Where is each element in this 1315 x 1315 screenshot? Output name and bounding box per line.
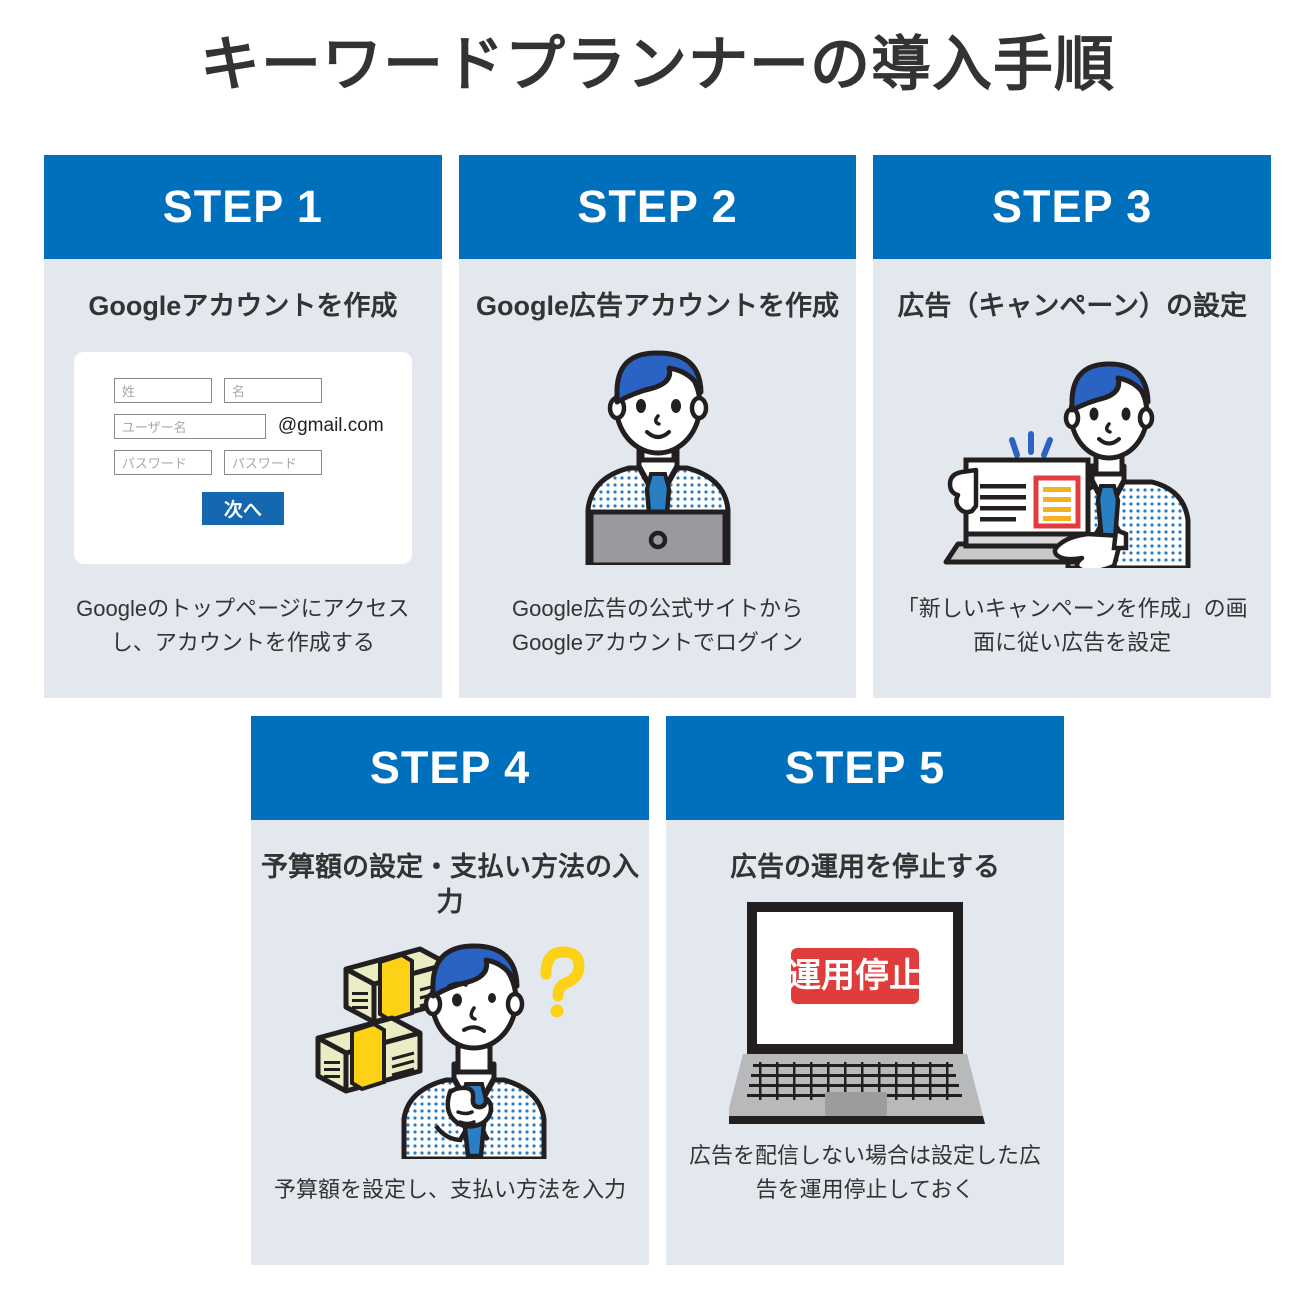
step-4-header: STEP 4 [251,716,649,820]
steps-grid: STEP 1 Googleアカウントを作成 姓 名 ユーザー名 @gmail.c… [44,155,1272,1265]
question-mark-icon [540,946,585,1018]
step-5-illustration: 運用停止 [666,885,1064,1139]
laptop-with-stop-badge-icon: 運用停止 [729,901,985,1124]
step-card-2[interactable]: STEP 2 Google広告アカウントを作成 [458,155,857,698]
gmail-domain-label: @gmail.com [277,415,384,437]
money-stack-upper [343,946,450,1025]
google-signup-form[interactable]: 姓 名 ユーザー名 @gmail.com パスワード パスワード 次へ [73,351,412,564]
next-button[interactable]: 次へ [201,491,284,525]
businessman-presenting-laptop-icon [943,361,1191,568]
password-fields-row: パスワード パスワード [74,439,412,475]
username-row: ユーザー名 @gmail.com [74,403,412,439]
money-stack-lower [315,1015,422,1094]
last-name-field[interactable]: 姓 [113,377,212,403]
step-2-header: STEP 2 [458,155,857,259]
steps-row-bottom: STEP 4 予算額の設定・支払い方法の入力 [44,716,1271,1265]
money-stacks-and-thinking-man-icon [315,943,585,1160]
step-card-1[interactable]: STEP 1 Googleアカウントを作成 姓 名 ユーザー名 @gmail.c… [44,155,442,698]
step-card-3[interactable]: STEP 3 広告（キャンペーン）の設定 [873,155,1272,698]
step-3-header: STEP 3 [873,155,1272,259]
step-5-subtitle: 広告の運用を停止する [730,852,1000,882]
step-3-illustration [873,324,1271,592]
password-confirm-field[interactable]: パスワード [223,449,322,475]
step-5-header: STEP 5 [666,716,1064,820]
step-4-illustration [251,920,649,1173]
username-field[interactable]: ユーザー名 [113,413,266,439]
step-card-4[interactable]: STEP 4 予算額の設定・支払い方法の入力 [251,716,649,1265]
step-1-caption: Googleのトップページにアクセスし、アカウントを作成する [76,595,410,655]
first-name-field[interactable]: 名 [223,377,322,403]
step-2-illustration [459,324,857,592]
password-field[interactable]: パスワード [113,449,212,475]
stop-badge [791,947,919,1004]
step-4-caption: 予算額を設定し、支払い方法を入力 [273,1176,626,1202]
step-3-subtitle: 広告（キャンペーン）の設定 [897,291,1247,321]
businessman-with-laptop-icon [585,350,730,566]
step-1-subtitle: Googleアカウントを作成 [88,291,398,321]
step-2-subtitle: Google広告アカウントを作成 [476,291,839,321]
step-1-header: STEP 1 [44,155,442,259]
step-3-caption: 「新しいキャンペーンを作成」の画面に従い広告を設定 [896,595,1248,655]
step-4-subtitle: 予算額の設定・支払い方法の入力 [261,852,639,918]
step-5-caption: 広告を配信しない場合は設定した広告を運用停止しておく [688,1142,1041,1202]
name-fields-row: 姓 名 [74,352,412,403]
steps-row-top: STEP 1 Googleアカウントを作成 姓 名 ユーザー名 @gmail.c… [44,155,1272,698]
step-card-5[interactable]: STEP 5 広告の運用を停止する 運用停止 [666,716,1064,1265]
step-2-caption: Google広告の公式サイトからGoogleアカウントでログイン [512,595,803,655]
stop-badge-text: 運用停止 [787,957,923,995]
step-1-illustration: 姓 名 ユーザー名 @gmail.com パスワード パスワード 次へ [44,324,442,592]
page-title: キーワードプランナーの導入手順 [200,31,1115,98]
